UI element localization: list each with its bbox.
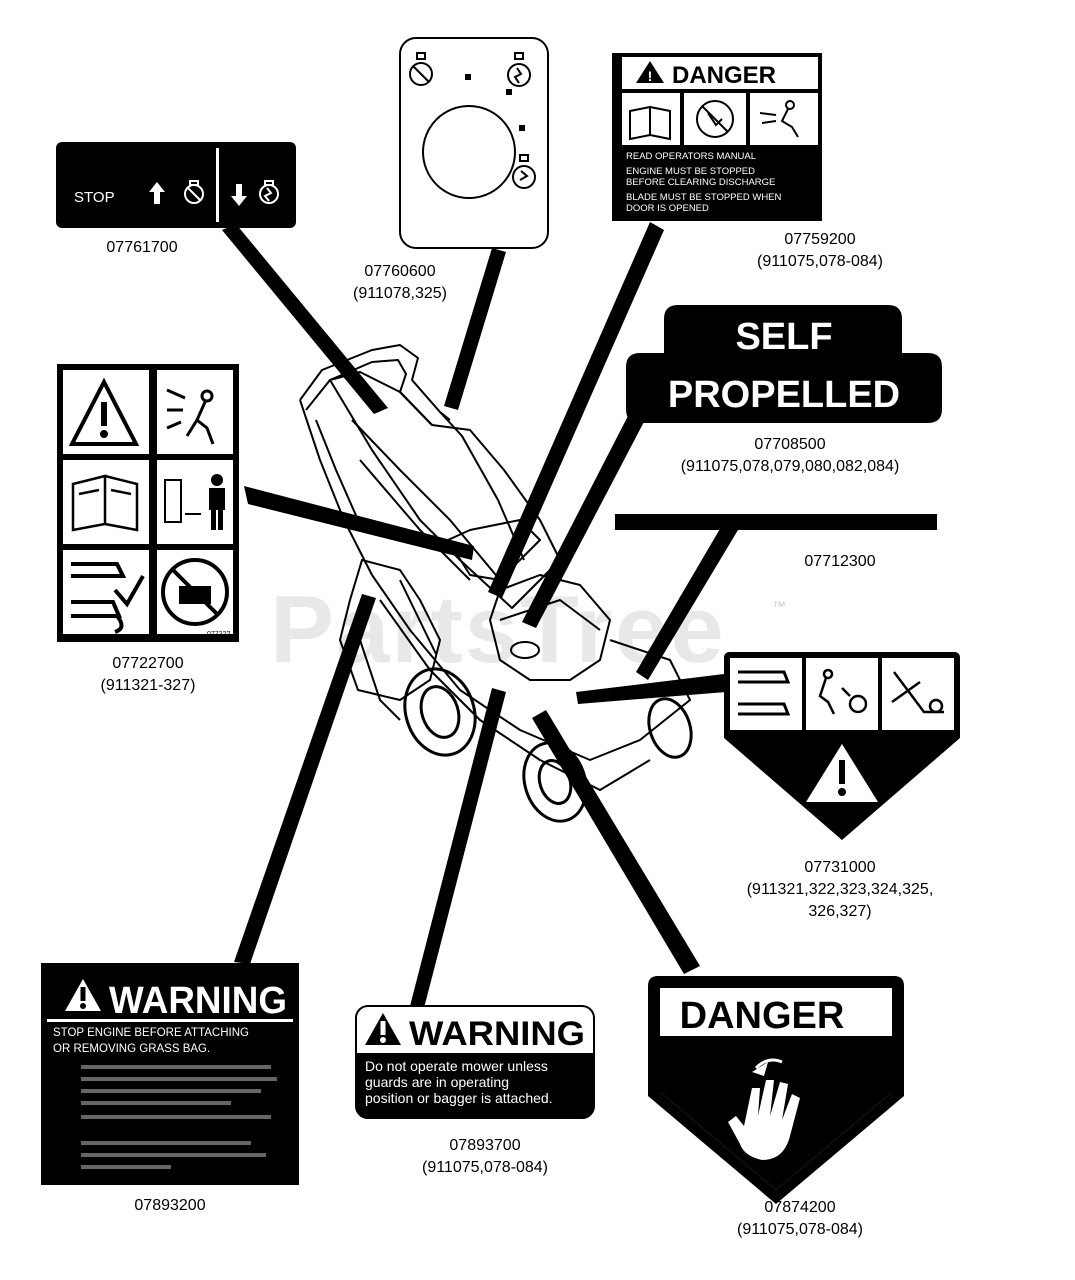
engine-fast-icon — [184, 180, 204, 204]
part-number-07761700: 07761700 — [106, 239, 178, 256]
danger-lines: READ OPERATORS MANUAL ENGINE MUST BE STO… — [626, 151, 782, 214]
svg-text:READ OPERATORS MANUAL: READ OPERATORS MANUAL — [626, 151, 756, 162]
warning-line3: position or bagger is attached. — [365, 1090, 553, 1106]
models-07731000-line2: 326,327) — [808, 903, 872, 920]
thrown-object-icon — [759, 100, 799, 138]
part-number-07893700: 07893700 — [449, 1137, 521, 1154]
warning-line2: guards are in operating — [365, 1074, 509, 1090]
svg-text:!: ! — [648, 68, 653, 84]
decal-07893700: WARNING Do not operate mower unless guar… — [355, 1005, 595, 1119]
decal-07712300 — [615, 514, 937, 530]
leader-07761700 — [222, 224, 388, 414]
arrow-down-icon — [231, 184, 247, 206]
models-07708500: (911075,078,079,080,082,084) — [680, 458, 900, 475]
models-07760600: (911078,325) — [353, 285, 447, 302]
models-07759200: (911075,078-084) — [756, 253, 884, 270]
danger-header-text: DANGER — [680, 995, 845, 1037]
decal-07731000 — [724, 652, 960, 840]
wheels — [403, 667, 693, 823]
alert-triangle-icon — [365, 1013, 401, 1045]
slow-engine-icon — [512, 154, 536, 189]
part-number-07712300: 07712300 — [804, 553, 876, 570]
bag-attach-icon — [738, 670, 791, 716]
stop-text: STOP — [74, 189, 115, 206]
leader-07759200 — [488, 222, 664, 598]
models-07874200: (911075,078-084) — [736, 1221, 864, 1238]
svg-text:BLADE MUST BE STOPPED WHEN: BLADE MUST BE STOPPED WHEN — [626, 192, 782, 203]
warning-header-text: WARNING — [409, 1015, 585, 1053]
part-number-07874200: 07874200 — [764, 1199, 836, 1216]
propelled-text: PROPELLED — [668, 374, 900, 416]
leader-07760600 — [444, 248, 506, 410]
part-number-07708500: 07708500 — [754, 436, 826, 453]
stop-engine-icon — [409, 52, 433, 86]
trademark-mark: ™ — [772, 598, 786, 614]
thrown-debris-icon — [166, 388, 215, 445]
leader-07893200 — [234, 594, 376, 964]
bag-attach-icon — [71, 562, 145, 634]
leader-07708500 — [522, 412, 646, 628]
arrow-up-icon — [149, 182, 165, 204]
alert-triangle-icon — [65, 979, 101, 1011]
part-number-07893200: 07893200 — [134, 1197, 206, 1214]
svg-text:ENGINE MUST BE STOPPED: ENGINE MUST BE STOPPED — [626, 166, 755, 177]
decal-07759200: ! DANGER READ OPERATORS MANUAL ENGINE MU… — [612, 53, 822, 221]
decal-07893200: WARNING STOP ENGINE BEFORE ATTACHING OR … — [41, 963, 299, 1185]
leader-lines — [222, 222, 738, 1008]
warning-line1: STOP ENGINE BEFORE ATTACHING — [53, 1027, 249, 1039]
engine-choke-icon — [259, 180, 279, 204]
thrown-object-icon — [818, 668, 868, 715]
warning-line1: Do not operate mower unless — [365, 1058, 548, 1074]
part-number-07759200: 07759200 — [784, 231, 856, 248]
leader-07712300 — [636, 522, 738, 680]
decal-code: 07722? — [207, 631, 230, 638]
svg-text:BEFORE CLEARING DISCHARGE: BEFORE CLEARING DISCHARGE — [626, 177, 775, 188]
decal-07874200: DANGER — [648, 976, 904, 1204]
manual-book-icon — [629, 105, 671, 141]
models-07731000-line1: (911321,322,323,324,325, — [746, 881, 934, 898]
decal-07722700: 07722? — [57, 364, 239, 642]
no-mower-icon — [161, 558, 229, 626]
part-number-07760600: 07760600 — [364, 263, 436, 280]
warning-line2: OR REMOVING GRASS BAG. — [53, 1043, 210, 1055]
alert-triangle-icon: ! — [636, 61, 664, 84]
leader-07893700 — [410, 688, 506, 1008]
part-number-07722700: 07722700 — [112, 655, 184, 672]
keep-distance-icon — [164, 474, 225, 530]
warning-header-text: WARNING — [109, 980, 287, 1022]
warning-triangle-icon — [68, 377, 140, 446]
fast-engine-icon — [507, 52, 531, 87]
mower-body — [299, 344, 691, 791]
part-number-07731000: 07731000 — [804, 859, 876, 876]
operator-manual-icon — [71, 474, 139, 532]
danger-header-text: DANGER — [672, 62, 776, 89]
decal-07708500: SELF PROPELLED — [626, 305, 942, 423]
self-text: SELF — [735, 316, 832, 358]
decal-07761700: STOP — [56, 142, 296, 228]
decal-07760600 — [399, 37, 549, 249]
leader-07722700 — [244, 486, 474, 560]
blade-contact-icon — [891, 671, 944, 714]
models-07893700: (911075,078-084) — [421, 1159, 549, 1176]
alert-triangle-icon — [806, 744, 878, 802]
hand-cut-icon — [696, 100, 734, 138]
svg-text:DOOR IS OPENED: DOOR IS OPENED — [626, 203, 709, 214]
hand-cut-icon — [728, 1058, 800, 1160]
leader-07731000 — [576, 674, 726, 704]
fine-print — [81, 1065, 277, 1169]
models-07722700: (911321-327) — [100, 677, 196, 694]
